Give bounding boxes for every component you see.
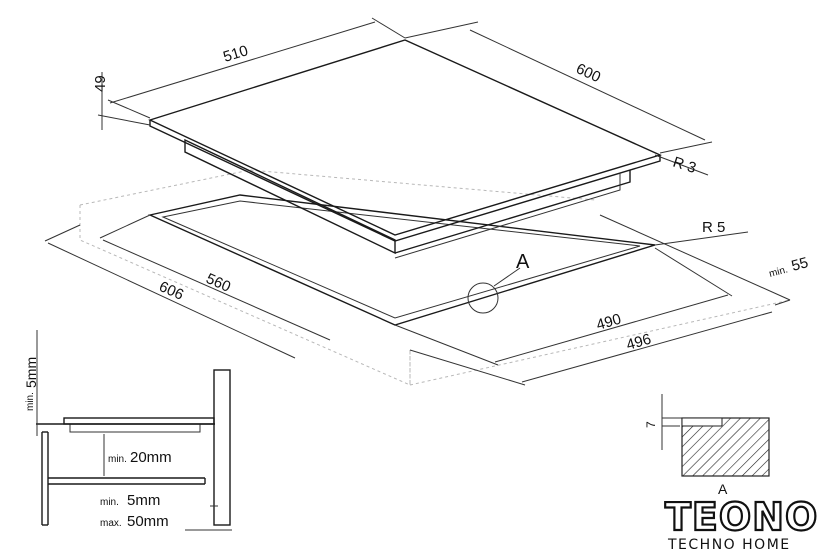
brand-tagline: TECHNO HOME	[667, 537, 791, 553]
edge-detail-label: A	[718, 481, 728, 497]
dim-490-label: 490	[594, 311, 623, 334]
section-mid-prefix: min.	[108, 454, 127, 465]
edge-detail-height: 7	[644, 421, 658, 428]
dim-600-label: 600	[573, 60, 603, 86]
dim-r3-label: R 3	[671, 154, 698, 177]
section-bottom-min-value: 5mm	[127, 492, 160, 509]
dim-490: 490	[394, 247, 733, 366]
section-bottom-max-prefix: max.	[100, 518, 122, 529]
dim-510: 510	[107, 17, 406, 119]
dim-496: 496	[409, 311, 773, 386]
cabinet-outline	[79, 169, 791, 386]
edge-detail: 7 A	[644, 394, 770, 497]
detail-a-callout: A	[467, 251, 530, 314]
dim-r5-label: R 5	[702, 219, 725, 236]
section-bottom-min-prefix: min.	[100, 497, 119, 508]
detail-a-label: A	[516, 251, 530, 273]
dim-606-label: 606	[156, 278, 186, 304]
dim-min55-label: 55	[790, 254, 811, 275]
dim-min55: min. 55	[599, 214, 811, 306]
dim-49: 49	[92, 72, 151, 130]
section-top-value: 5mm	[23, 357, 39, 388]
dim-560-label: 560	[203, 270, 233, 296]
section-mid-value: 20mm	[130, 449, 172, 466]
section-bottom-max-value: 50mm	[127, 513, 169, 530]
dim-606: 606	[44, 224, 296, 359]
section-top-prefix: min.	[25, 392, 36, 411]
brand-name: TEONO	[665, 495, 818, 539]
section-detail: min. 5mm min. 20mm min. 5mm max. 50mm	[23, 330, 232, 531]
dim-min55-prefix: min.	[768, 264, 789, 280]
dim-496-label: 496	[624, 331, 653, 354]
dim-600: 600	[404, 21, 713, 154]
brand-logo: TEONO TECHNO HOME	[664, 494, 818, 553]
dim-r5: R 5	[654, 219, 749, 246]
dim-49-label: 49	[92, 75, 109, 92]
dim-r3: R 3	[654, 154, 709, 177]
cutout-outline	[147, 194, 656, 326]
hob-top	[148, 39, 662, 259]
dim-510-label: 510	[221, 42, 250, 66]
